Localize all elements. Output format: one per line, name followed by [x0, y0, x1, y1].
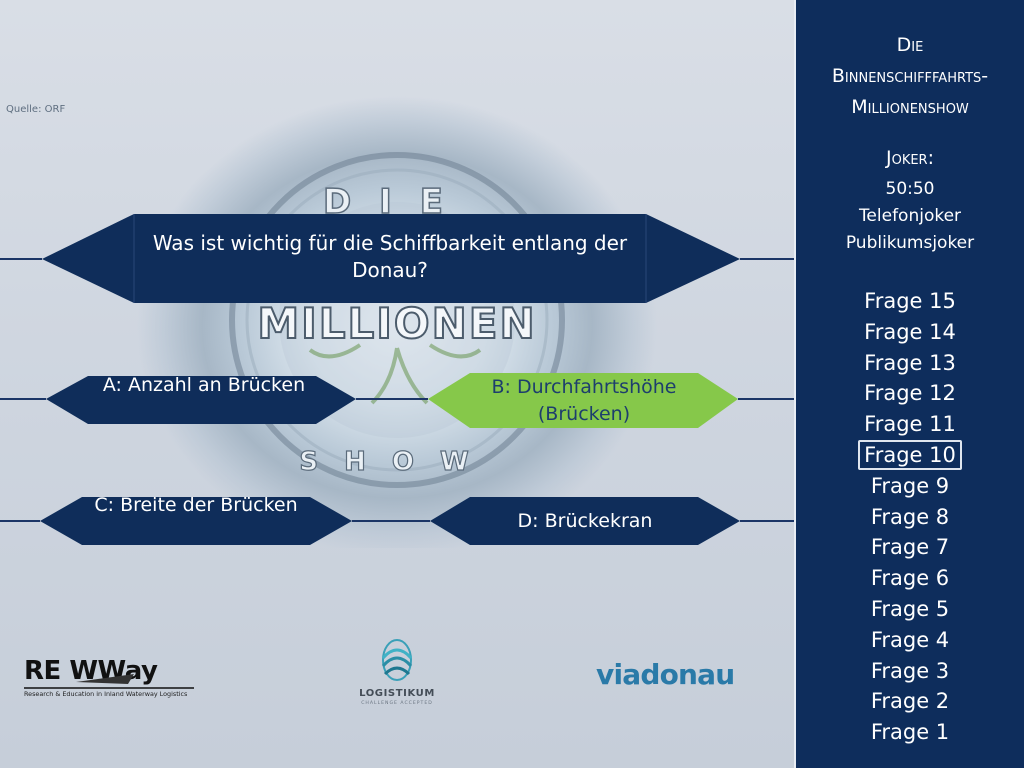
show-title-line2: Binnenschifffahrts- — [831, 65, 989, 87]
bg-word-bottom: SHOW — [299, 447, 494, 477]
ladder-item: Frage 14 — [796, 317, 1024, 348]
sidebar-panel: Die Binnenschifffahrts- Millionenshow Jo… — [794, 0, 1024, 768]
ladder-item-label: Frage 4 — [870, 627, 950, 652]
question-box — [42, 214, 740, 303]
ladder-item-label: Frage 11 — [864, 412, 956, 437]
ladder-item-label: Frage 10 — [858, 439, 962, 470]
answer-b-label[interactable]: B: Durchfahrtshöhe (Brücken) — [491, 376, 677, 425]
ladder-item-label: Frage 12 — [864, 381, 956, 406]
ladder-item: Frage 7 — [796, 532, 1024, 563]
ladder-item-label: Frage 8 — [870, 504, 950, 529]
ladder-item-current: Frage 10 — [796, 439, 1024, 471]
ladder-item-label: Frage 2 — [870, 689, 950, 714]
ladder-item: Frage 5 — [796, 594, 1024, 625]
answer-d-label[interactable]: D: Brückekran — [517, 510, 653, 532]
ladder-item-label: Frage 1 — [870, 720, 950, 745]
joker-fifty-fifty[interactable]: 50:50 — [885, 179, 935, 199]
ladder-item-label: Frage 15 — [864, 289, 956, 313]
ladder-item-label: Frage 3 — [870, 658, 950, 683]
ladder-item: Frage 8 — [796, 502, 1024, 533]
ladder-item-label: Frage 9 — [870, 473, 950, 498]
show-title-line3: Millionenshow — [851, 96, 969, 118]
question-text: Was ist wichtig für die Schiffbarkeit en… — [152, 231, 628, 283]
answer-b-box[interactable] — [428, 373, 738, 428]
ladder-item: Frage 11 — [796, 409, 1024, 440]
logistikum-wordmark: LOGISTIKUM — [359, 688, 435, 699]
ladder-item-label: Frage 7 — [870, 535, 950, 560]
show-title: Die Binnenschifffahrts- Millionenshow — [796, 30, 1024, 123]
answer-board — [0, 214, 794, 545]
ship-icon — [24, 674, 194, 689]
answer-c-label[interactable]: C: Breite der Brücken — [94, 494, 298, 516]
answer-c-box[interactable] — [40, 497, 352, 545]
logistikum-tagline: CHALLENGE ACCEPTED — [361, 701, 433, 706]
viadonau-logo: viadonau — [596, 658, 735, 691]
ladder-item: Frage 15 — [796, 286, 1024, 317]
joker-telefon[interactable]: Telefonjoker — [858, 206, 962, 226]
logistikum-emblem-icon — [381, 639, 413, 681]
rewway-logo: RE WWay Research & Education in Inland W… — [24, 656, 194, 704]
ladder-item: Frage 2 — [796, 686, 1024, 717]
game-stage: DIE MILLIONEN SHOW Quelle: ORF Was ist w… — [0, 0, 794, 768]
rewway-tagline: Research & Education in Inland Waterway … — [24, 690, 188, 698]
joker-heading: Joker: — [885, 147, 934, 169]
joker-publikum[interactable]: Publikumsjoker — [845, 233, 975, 253]
bg-word-middle: MILLIONEN — [257, 299, 536, 348]
ladder-item: Frage 9 — [796, 471, 1024, 502]
ladder-item: Frage 3 — [796, 656, 1024, 687]
logistikum-logo: LOGISTIKUM CHALLENGE ACCEPTED — [352, 636, 442, 710]
ladder-item: Frage 13 — [796, 348, 1024, 379]
ladder-item: Frage 6 — [796, 563, 1024, 594]
ladder-item: Frage 4 — [796, 625, 1024, 656]
ladder-item: Frage 1 — [796, 717, 1024, 748]
ladder-item-label: Frage 5 — [870, 596, 950, 621]
answer-a-box[interactable] — [46, 376, 356, 424]
source-label: Quelle: ORF — [6, 104, 66, 115]
ladder-item-label: Frage 13 — [864, 350, 956, 375]
ladder-item-label: Frage 6 — [870, 566, 950, 591]
ladder-item: Frage 12 — [796, 378, 1024, 409]
show-title-line1: Die — [896, 34, 924, 56]
answer-d-box[interactable] — [430, 497, 740, 545]
ladder-item-label: Frage 14 — [864, 319, 956, 344]
answer-a-label[interactable]: A: Anzahl an Brücken — [102, 374, 306, 396]
question-ladder: Frage 15 Frage 14 Frage 13 Frage 12 Frage 11… — [796, 286, 1024, 748]
joker-list: 50:50 Telefonjoker Publikumsjoker — [796, 176, 1024, 257]
